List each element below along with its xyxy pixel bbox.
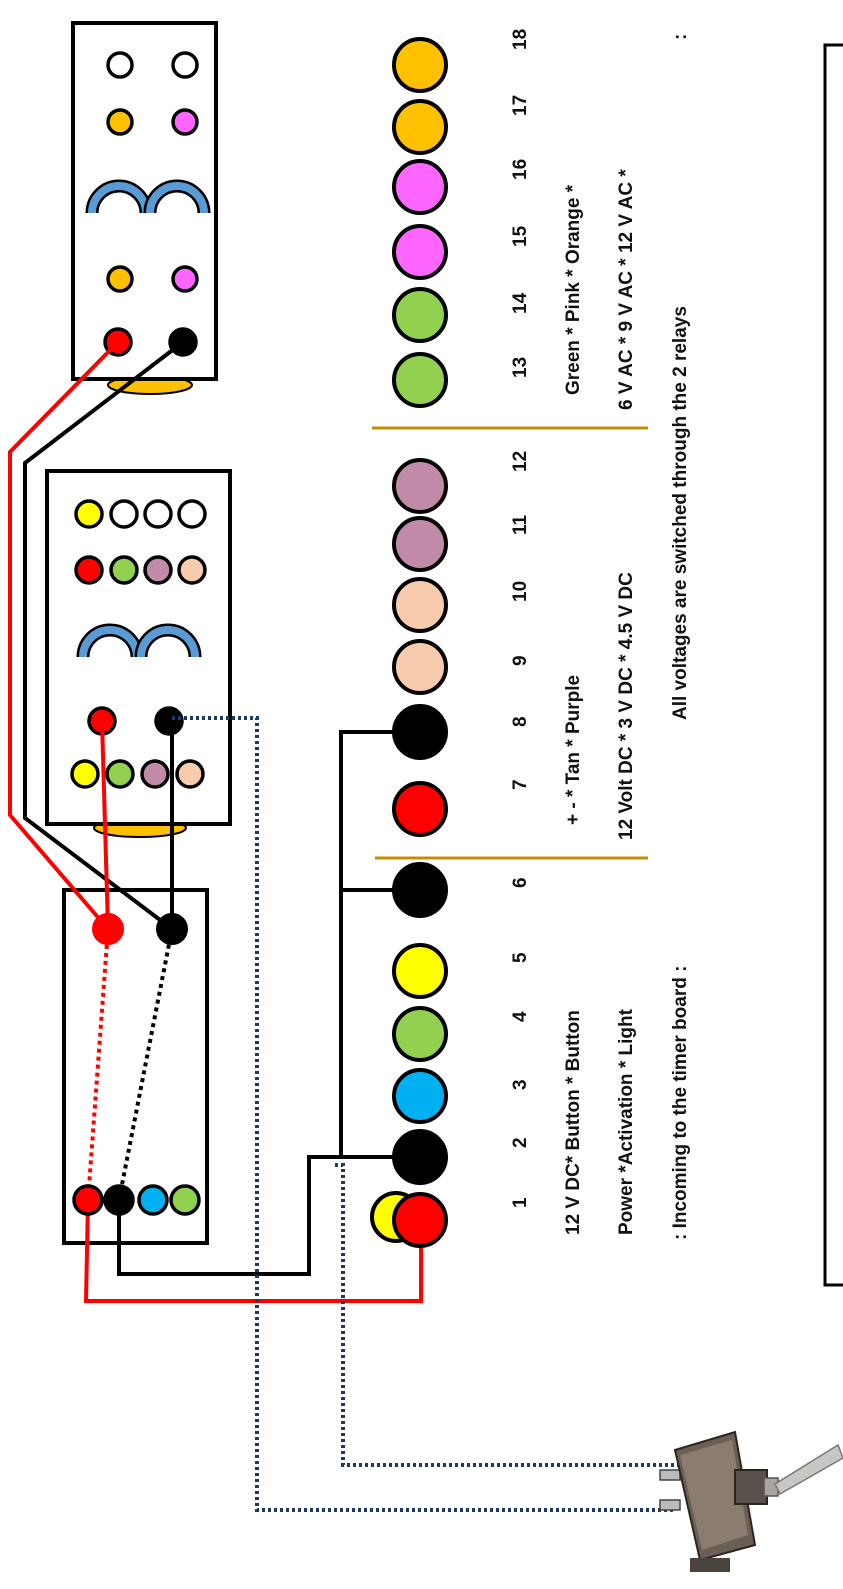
- connector-pin-13: [392, 352, 448, 408]
- relay-coil-icon-fill: [146, 182, 208, 214]
- pin-number-15: 15: [510, 225, 531, 247]
- connector-pin-row: [370, 37, 448, 1248]
- pin-number-7: 7: [510, 779, 531, 790]
- switch-wire-b: [335, 1163, 680, 1467]
- notes-box: [823, 43, 843, 1287]
- label-row1-b: + - * Tan * Purple: [563, 675, 584, 825]
- connector-pin-1: [392, 1192, 448, 1248]
- connector-pin-5: [392, 943, 448, 999]
- terminal-pink: [171, 108, 199, 136]
- terminal-white: [109, 499, 139, 529]
- timer-pin-red: [72, 1184, 104, 1216]
- timer-terminals: [72, 913, 201, 1216]
- label-row3-c: :: [670, 34, 691, 40]
- connector-pin-10: [392, 577, 448, 633]
- label-row1-a: 12 V DC* Button * Button: [563, 1010, 584, 1235]
- pin-number-16: 16: [510, 159, 531, 180]
- pin-number-6: 6: [510, 877, 531, 888]
- label-row1-c: Green * Pink * Orange *: [563, 184, 584, 395]
- terminal-white: [106, 51, 134, 79]
- pin-number-13: 13: [510, 357, 531, 378]
- red-wire-top: [8, 340, 120, 931]
- timer-board: [62, 888, 209, 1245]
- black-dotted-trace: [117, 928, 174, 1201]
- pin-number-4: 4: [510, 1011, 531, 1022]
- timer-pin-black: [103, 1184, 135, 1216]
- terminal-green: [105, 759, 135, 789]
- terminal-yellow: [70, 759, 100, 789]
- black-wire-bottom: [117, 1155, 418, 1276]
- pin-number-1: 1: [510, 1197, 531, 1208]
- connector-pin-9: [392, 639, 448, 695]
- connector-pin-18: [392, 37, 448, 93]
- terminal-orange: [106, 265, 134, 293]
- connector-pin-14: [392, 287, 448, 343]
- pin-number-17: 17: [510, 95, 531, 116]
- switch-wire-a: [172, 716, 675, 1512]
- pin-number-12: 12: [510, 451, 531, 472]
- pin-number-2: 2: [510, 1137, 531, 1148]
- terminal-red: [74, 555, 104, 585]
- terminal-black: [154, 706, 184, 736]
- connector-pin-7: [392, 781, 448, 837]
- label-row3-a: : Incoming to the timer board :: [670, 966, 691, 1240]
- connector-pin-3: [392, 1068, 448, 1124]
- red-wire-middle: [100, 720, 110, 930]
- relay-contact-black: [156, 913, 188, 945]
- pin-number-9: 9: [510, 655, 531, 666]
- terminal-white: [143, 499, 173, 529]
- connector-pin-8: [392, 704, 448, 760]
- terminal-yellow: [74, 499, 104, 529]
- wires: [8, 340, 680, 1512]
- connector-pin-16: [392, 159, 448, 215]
- relay-coil-icon-fill: [88, 182, 150, 214]
- pin-number-10: 10: [510, 581, 531, 602]
- connector-pin-4: [392, 1006, 448, 1062]
- timer-board-outline: [62, 888, 209, 1245]
- connector-pin-11: [392, 516, 448, 572]
- terminal-pink: [171, 265, 199, 293]
- timer-pin-green: [169, 1184, 201, 1216]
- terminal-white: [171, 51, 199, 79]
- connector-pin-6: [392, 862, 448, 918]
- label-row2-b: 12 Volt DC * 3 V DC * 4.5 V DC: [616, 572, 637, 840]
- connector-pin-15: [392, 224, 448, 280]
- pin-number-18: 18: [510, 29, 531, 50]
- terminal-green: [109, 555, 139, 585]
- toggle-switch-icon: [659, 1430, 843, 1572]
- terminal-purple: [140, 759, 170, 789]
- terminal-orange: [106, 108, 134, 136]
- relay-board-middle: [45, 469, 232, 838]
- pin-number-14: 14: [510, 292, 531, 314]
- label-row2-c: 6 V AC * 9 V AC * 12 V AC *: [616, 169, 637, 410]
- timer-pin-blue: [137, 1184, 169, 1216]
- relay-board-top: [71, 21, 218, 395]
- pin-number-3: 3: [510, 1079, 531, 1090]
- pin-number-5: 5: [510, 952, 531, 963]
- terminal-tan: [175, 759, 205, 789]
- relay-contact-red: [92, 913, 124, 945]
- connector-pin-17: [392, 99, 448, 155]
- pin-number-11: 11: [510, 514, 531, 535]
- label-row2-a: Power *Activation * Light: [616, 1008, 637, 1235]
- pin-number-8: 8: [510, 716, 531, 727]
- relay-coil-icon-fill: [137, 626, 199, 658]
- red-wire-bottom: [83, 1199, 423, 1303]
- label-row3-b: All voltages are switched through the 2 …: [670, 306, 691, 720]
- connector-pin-2: [392, 1129, 448, 1185]
- black-wire-top: [23, 340, 185, 931]
- relay-coil-icon-fill: [79, 626, 141, 658]
- terminal-white: [177, 499, 207, 529]
- connector-pin-12: [392, 458, 448, 514]
- red-dotted-trace: [86, 928, 110, 1201]
- terminal-tan: [177, 555, 207, 585]
- terminal-purple: [143, 555, 173, 585]
